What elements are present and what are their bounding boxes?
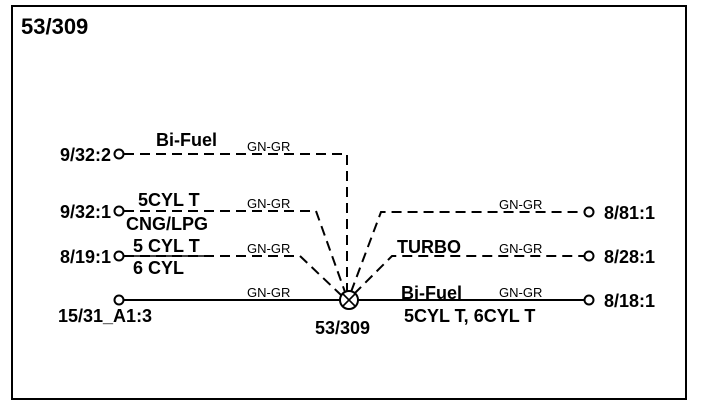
terminal-right-3 <box>583 294 595 306</box>
terminal-left-2 <box>113 205 125 217</box>
option-cng-lpg: CNG/LPG <box>126 214 208 234</box>
wire-color-label-left-4: GN-GR <box>247 285 290 300</box>
wire-left-3 <box>124 255 342 296</box>
terminal-left-1 <box>113 148 125 160</box>
option-5-cyl-t: 5 CYL T <box>133 236 200 256</box>
wire-color-label-right-1: GN-GR <box>499 197 542 212</box>
wire-color-label-right-2: GN-GR <box>499 241 542 256</box>
diagram-title: 53/309 <box>21 14 88 39</box>
connector-label-right-2: 8/28:1 <box>604 247 655 267</box>
connector-label-left-3: 8/19:1 <box>60 247 111 267</box>
wire-color-label-left-2: GN-GR <box>247 196 290 211</box>
wire-right-2 <box>353 255 584 295</box>
option-bi-fuel-bottom: Bi-Fuel <box>401 283 462 303</box>
wire-color-label-left-1: GN-GR <box>247 139 290 154</box>
connector-label-right-1: 8/81:1 <box>604 203 655 223</box>
wire-right-1 <box>350 211 584 293</box>
wire-color-label-left-3: GN-GR <box>247 241 290 256</box>
wire-left-2 <box>124 210 346 293</box>
connector-label-left-4: 15/31_A1:3 <box>58 306 152 326</box>
diagram-frame <box>11 5 687 400</box>
option-bi-fuel-top: Bi-Fuel <box>156 130 217 150</box>
wire-color-label-right-3: GN-GR <box>499 285 542 300</box>
splice-symbol <box>339 290 359 310</box>
option-turbo: TURBO <box>397 237 461 257</box>
option-6-cyl: 6 CYL <box>133 258 184 278</box>
option-5cyl-t: 5CYL T <box>138 190 200 210</box>
connector-label-right-3: 8/18:1 <box>604 291 655 311</box>
connector-label-left-1: 9/32:2 <box>60 145 111 165</box>
terminal-right-2 <box>583 250 595 262</box>
connector-label-left-2: 9/32:1 <box>60 202 111 222</box>
option-cyl-combo: 5CYL T, 6CYL T <box>404 306 535 326</box>
terminal-right-1 <box>583 206 595 218</box>
splice-label: 53/309 <box>315 318 370 338</box>
terminal-left-4 <box>113 294 125 306</box>
terminal-left-3 <box>113 250 125 262</box>
